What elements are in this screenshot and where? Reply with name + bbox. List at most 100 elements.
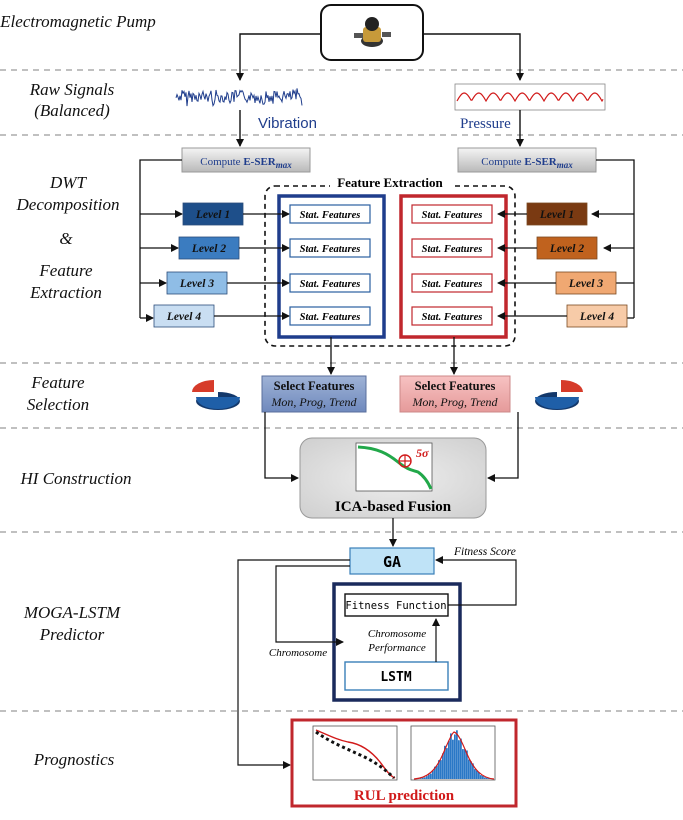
histogram-bar [452,739,454,779]
histogram-bar [458,740,460,779]
svg-text:Compute E-SERmax: Compute E-SERmax [200,156,292,170]
svg-text:Level 1: Level 1 [195,209,230,221]
rul-distribution-plot [410,725,496,781]
level-box-pressure-4: Level 4 [566,304,628,328]
histogram-bar [440,760,442,779]
histogram-bar [434,766,436,779]
histogram-bar [472,763,474,779]
histogram-bar [422,777,424,779]
feature-extraction-box: Feature Extraction [264,175,516,347]
level-box-vibration-1: Level 1 [182,202,244,226]
stage-label-fe-1: Feature [38,261,93,280]
pressure-signal [454,83,606,111]
lstm-box: LSTM [344,661,449,691]
svg-text:Mon, Prog, Trend: Mon, Prog, Trend [411,395,498,409]
svg-text:GA: GA [383,553,401,571]
fitness-function-box: Fitness Function [344,593,449,617]
histogram-bar [462,749,464,779]
histogram-bar [484,777,486,779]
ica-fusion-box: 5σ ICA-based Fusion [299,437,487,519]
histogram-bar [476,770,478,779]
pump-icon [354,17,391,47]
select-features-pressure: Select Features Mon, Prog, Trend [399,375,511,413]
svg-text:Mon, Prog, Trend: Mon, Prog, Trend [270,395,357,409]
histogram-bar [482,776,484,779]
chromosome-label: Chromosome [269,647,327,659]
stage-label-fs-2: Selection [27,395,89,414]
svg-text:Stat. Features: Stat. Features [422,279,483,290]
svg-text:Fitness Function: Fitness Function [345,600,446,612]
stage-label-dwt-1: DWT [49,173,87,192]
histogram-bar [456,730,458,779]
svg-text:Stat. Features: Stat. Features [422,210,483,221]
stage-label-fs-1: Feature [30,373,85,392]
histogram-bar [448,740,450,779]
stat-features-pressure-4: Stat. Features [411,306,493,326]
select-features-vibration: Select Features Mon, Prog, Trend [261,375,367,413]
svg-text:Level 2: Level 2 [549,243,584,255]
histogram-bar [470,761,472,779]
histogram-bar [444,745,446,779]
svg-text:Stat. Features: Stat. Features [422,312,483,323]
rul-prediction-label: RUL prediction [354,788,455,804]
ga-box: GA [349,547,435,575]
stage-label-hi: HI Construction [20,469,132,488]
stage-label-raw-2: (Balanced) [34,101,110,120]
stat-features-vibration-1: Stat. Features [289,204,371,224]
stat-features-vibration-3: Stat. Features [289,273,371,293]
histogram-bar [460,738,462,779]
health-indicator-curve [357,445,433,490]
stage-label-amp: & [59,229,73,248]
histogram-bar [480,775,482,779]
stage-label-raw-1: Raw Signals [29,80,115,99]
histogram-bar [424,777,426,779]
stage-label-prog: Prognostics [33,750,115,769]
svg-text:Stat. Features: Stat. Features [300,244,361,255]
histogram-bar [474,769,476,779]
stage-label-moga-2: Predictor [39,625,105,644]
pump-box [320,4,424,61]
svg-text:LSTM: LSTM [380,670,411,685]
chromosome-performance-label-1: Chromosome [368,628,426,640]
chromosome-performance-label-2: Performance [367,642,426,654]
svg-text:Stat. Features: Stat. Features [300,279,361,290]
vibration-signal [175,84,303,110]
level-box-vibration-2: Level 2 [178,236,240,260]
svg-text:Select Features: Select Features [415,379,496,393]
stage-label-moga-1: MOGA-LSTM [23,603,121,622]
histogram-bar [486,777,488,779]
stat-features-pressure-3: Stat. Features [411,273,493,293]
histogram-bar [466,750,468,779]
section-dividers [0,69,683,712]
level-box-pressure-1: Level 1 [526,202,588,226]
histogram-bar [426,776,428,779]
svg-text:Level 1: Level 1 [539,209,574,221]
svg-text:Level 3: Level 3 [179,278,214,290]
histogram-bar [438,760,440,779]
svg-text:Level 4: Level 4 [166,311,201,323]
histogram-bar [442,753,444,779]
svg-text:Stat. Features: Stat. Features [300,210,361,221]
stat-features-pressure-1: Stat. Features [411,204,493,224]
histogram-bar [478,772,480,779]
svg-text:Level 3: Level 3 [568,278,603,290]
compute-eser-right: Compute E-SERmax [457,147,597,173]
histogram-bar [464,749,466,779]
histogram-bar [430,773,432,779]
fitness-score-label: Fitness Score [453,546,516,558]
ica-fusion-label: ICA-based Fusion [335,499,452,515]
histogram-bar [454,734,456,779]
pressure-label: Pressure [460,116,511,132]
stat-features-vibration-4: Stat. Features [289,306,371,326]
level-box-vibration-3: Level 3 [166,271,228,295]
svg-text:Stat. Features: Stat. Features [422,244,483,255]
compute-eser-left: Compute E-SERmax [181,147,311,173]
vibration-label: Vibration [258,115,317,132]
svg-text:Level 4: Level 4 [579,311,614,323]
histogram-bar [446,748,448,779]
stat-features-vibration-2: Stat. Features [289,238,371,258]
rul-prediction-box: RUL prediction [290,718,518,808]
svg-text:Compute E-SERmax: Compute E-SERmax [481,156,573,170]
